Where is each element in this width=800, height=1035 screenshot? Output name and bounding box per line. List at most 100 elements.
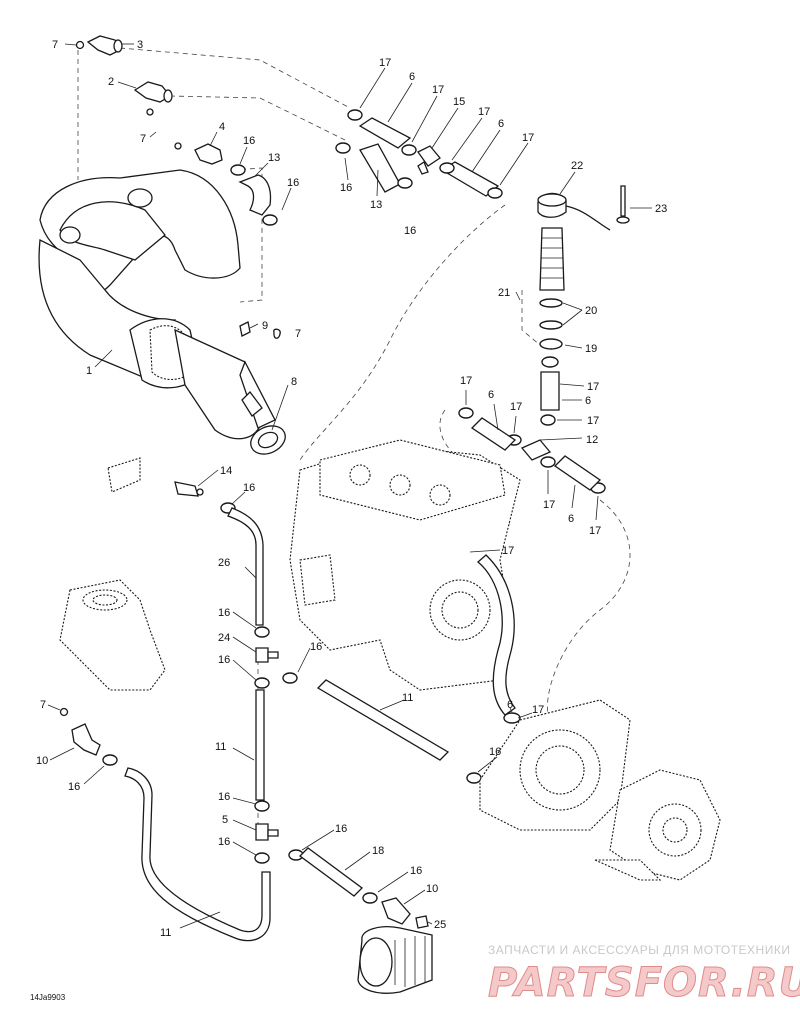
elbow-fitting-10-lower: [381, 897, 411, 925]
callout-6: 6: [409, 71, 415, 83]
callout-11: 11: [160, 927, 171, 939]
watermark-brand: PARTSFOR.RU: [488, 960, 800, 1006]
callout-2: 2: [108, 76, 114, 88]
callout-3: 3: [137, 39, 143, 51]
callout-4: 4: [219, 121, 225, 133]
callout-16: 16: [218, 607, 230, 619]
callout-16: 16: [404, 225, 416, 237]
callout-11: 11: [402, 692, 413, 704]
callout-5: 5: [222, 814, 228, 826]
elbow-fitting-10-left: [59, 707, 101, 756]
callout-16: 16: [335, 823, 347, 835]
callout-16: 16: [410, 865, 422, 877]
hose-6-mid-right: [553, 455, 602, 491]
callout-13: 13: [268, 152, 280, 164]
callout-15: 15: [453, 96, 465, 108]
callout-16: 16: [489, 746, 501, 758]
callout-21: 21: [498, 287, 510, 299]
small-parts: [239, 321, 281, 339]
hose-11-vertical: [255, 689, 265, 801]
tee-fitting-5: [255, 823, 279, 841]
hose-13-upper: [238, 174, 272, 216]
callout-17: 17: [432, 84, 444, 96]
callout-16: 16: [218, 791, 230, 803]
jet-pump-housing: [479, 699, 721, 881]
elbow-fitting-2: [133, 81, 173, 116]
hose-26: [227, 507, 264, 626]
callout-6: 6: [488, 389, 494, 401]
callout-16: 16: [68, 781, 80, 793]
hose-11-diagonal: [316, 679, 450, 761]
callout-17: 17: [460, 375, 472, 387]
callout-7: 7: [140, 133, 146, 145]
callout-16: 16: [243, 482, 255, 494]
clamps: [102, 109, 606, 904]
callout-17: 17: [532, 704, 544, 716]
hose-6-vertical: [540, 371, 560, 411]
water-filter: [357, 926, 433, 994]
watermark-tagline: ЗАПЧАСТИ И АКСЕССУАРЫ ДЛЯ МОТОТЕХНИКИ: [488, 943, 790, 957]
callout-10: 10: [36, 755, 48, 767]
callout-6: 6: [498, 118, 504, 130]
callout-16: 16: [310, 641, 322, 653]
bracket: [107, 457, 141, 493]
leader-lines: [47, 43, 652, 929]
callout-20: 20: [585, 305, 597, 317]
elbow-fitting-4: [174, 142, 223, 165]
callout-17: 17: [543, 499, 555, 511]
callout-17: 17: [587, 381, 599, 393]
callout-26: 26: [218, 557, 230, 569]
left-pump-body: [59, 579, 166, 691]
exhaust-pipe: [38, 169, 286, 455]
callout-14: 14: [220, 465, 232, 477]
o-rings-20: [539, 298, 563, 330]
callout-17: 17: [379, 57, 391, 69]
callout-24: 24: [218, 632, 230, 644]
callout-7: 7: [295, 328, 301, 340]
callout-17: 17: [510, 401, 522, 413]
hose-6-mid-left: [470, 417, 517, 451]
callout-22: 22: [571, 160, 583, 172]
fitting-12: [520, 439, 552, 461]
hose-6-engine-right: [476, 554, 516, 716]
callout-16: 16: [340, 182, 352, 194]
callout-7: 7: [52, 39, 58, 51]
callout-18: 18: [372, 845, 384, 857]
callout-17: 17: [587, 415, 599, 427]
callout-13: 13: [370, 199, 382, 211]
callout-25: 25: [434, 919, 446, 931]
callout-10: 10: [426, 883, 438, 895]
callout-19: 19: [585, 343, 597, 355]
callout-7: 7: [40, 699, 46, 711]
screw-23: [616, 185, 630, 224]
callout-17: 17: [522, 132, 534, 144]
washer-19: [539, 338, 563, 350]
callout-6: 6: [507, 699, 513, 711]
nut-25: [415, 915, 429, 929]
callout-9: 9: [262, 320, 268, 332]
fitting-14: [174, 481, 204, 497]
tee-fitting-15: [417, 145, 441, 175]
elbow-fitting-3: [75, 35, 123, 56]
callout-12: 12: [586, 434, 598, 446]
vent-cap-22: [537, 192, 611, 231]
callout-16: 16: [243, 135, 255, 147]
bellows-21: [539, 227, 565, 291]
callout-17: 17: [502, 545, 514, 557]
hose-13-lower: [359, 143, 401, 193]
tee-fitting-24: [255, 647, 279, 663]
callout-16: 16: [218, 836, 230, 848]
callout-16: 16: [218, 654, 230, 666]
hose-6-top-a: [358, 117, 412, 149]
callout-16: 16: [287, 177, 299, 189]
hose-11-lower: [124, 767, 271, 942]
callout-11: 11: [215, 741, 226, 753]
callout-8: 8: [291, 376, 297, 388]
callout-1: 1: [86, 365, 92, 377]
figure-reference: 14Ja9903: [30, 993, 66, 1002]
engine-outline: [289, 439, 521, 691]
callout-23: 23: [655, 203, 667, 215]
callout-labels: 7 3 2 7 4 16 13 16 17 6 17 15 17 6 17 16…: [36, 39, 667, 939]
callout-6: 6: [568, 513, 574, 525]
